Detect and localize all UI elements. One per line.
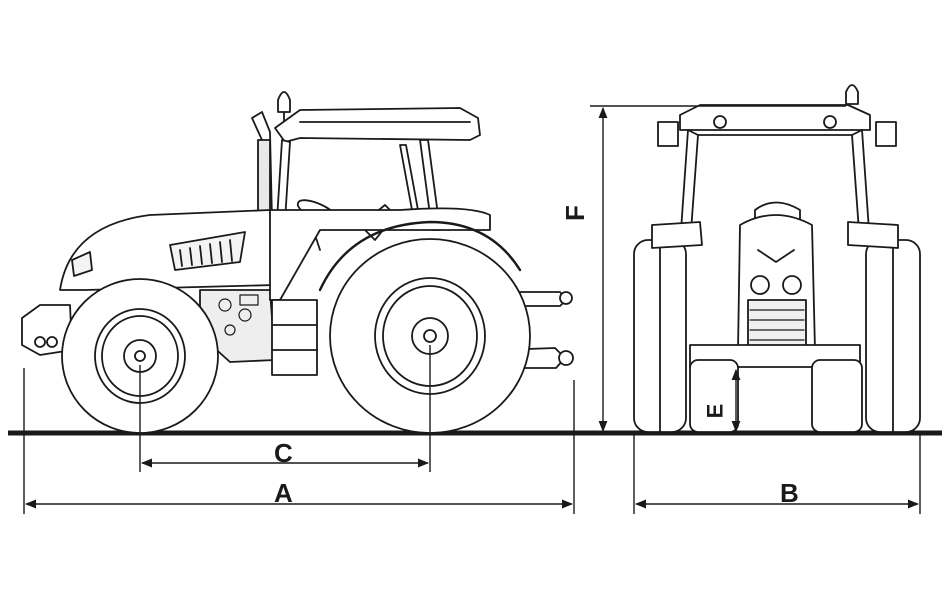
dimension-label-f: F <box>559 205 590 221</box>
tractor-front-view <box>633 84 921 433</box>
rear-wheel <box>329 238 531 434</box>
dimension-label-c: C <box>274 438 293 468</box>
dimension-label-e: E <box>702 403 728 419</box>
front-wheel <box>61 278 219 434</box>
tractor-side-view <box>21 91 574 434</box>
dimension-label-b: B <box>780 478 799 508</box>
dimension-lines <box>23 105 921 514</box>
dimension-label-a: A <box>274 478 293 508</box>
